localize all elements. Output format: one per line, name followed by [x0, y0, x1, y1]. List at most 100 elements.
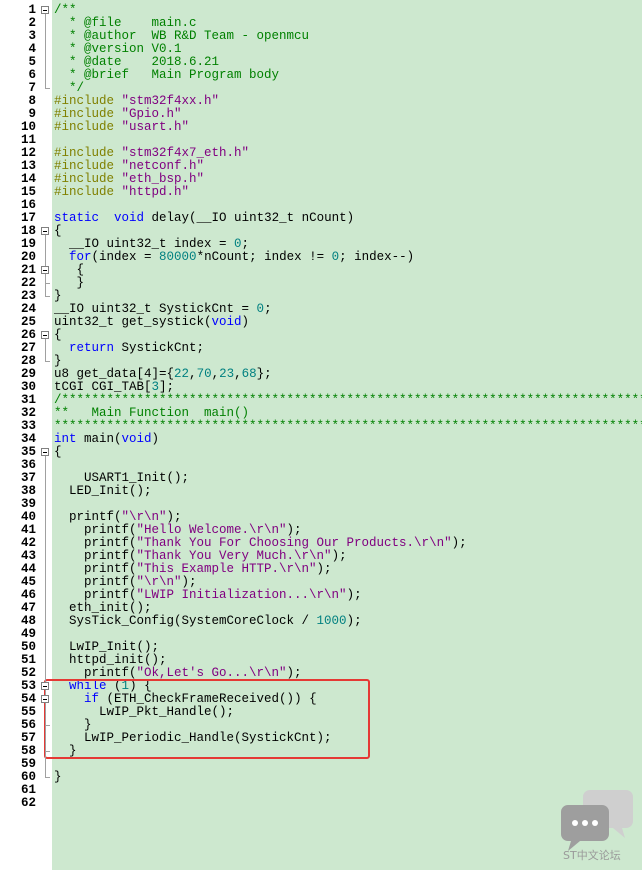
code-line: * @brief Main Program body	[54, 69, 279, 82]
code-line: printf("Thank You Very Much.\r\n");	[54, 550, 347, 563]
fold-toggle-icon[interactable]	[41, 448, 49, 456]
watermark-text: ST中文论坛	[563, 849, 621, 862]
line-number: 49	[20, 627, 36, 641]
fold-toggle-icon[interactable]	[41, 227, 49, 235]
line-number: 13	[20, 159, 36, 173]
code-token: "LWIP Initialization...\r\n"	[136, 588, 347, 602]
line-number: 46	[20, 588, 36, 602]
code-token: };	[256, 367, 272, 381]
code-line: if (ETH_CheckFrameReceived()) {	[54, 693, 317, 706]
line-number: 5	[28, 55, 36, 69]
fold-toggle-icon[interactable]	[41, 266, 49, 274]
code-token: * @author WB R&D Team - openmcu	[54, 29, 310, 43]
line-number: 27	[20, 341, 36, 355]
code-token: printf(	[54, 666, 137, 680]
code-line: }	[54, 719, 92, 732]
code-token: ****************************************…	[54, 419, 642, 433]
line-number: 30	[20, 380, 36, 394]
code-line: int main(void)	[54, 433, 159, 446]
code-token: {	[54, 263, 85, 277]
code-token: for	[69, 250, 92, 264]
line-number: 57	[20, 731, 36, 745]
code-line: u8 get_data[4]={22,70,23,68};	[54, 368, 272, 381]
code-token: (	[106, 679, 122, 693]
line-number: 28	[20, 354, 36, 368]
code-token	[54, 341, 69, 355]
code-token: }	[54, 276, 85, 290]
line-number: 35	[20, 445, 36, 459]
code-line: printf("Hello Welcome.\r\n");	[54, 524, 302, 537]
code-token: printf(	[54, 588, 137, 602]
fold-toggle-icon[interactable]	[41, 6, 49, 14]
code-token: );	[346, 588, 362, 602]
code-token: "stm32f4x7_eth.h"	[121, 146, 250, 160]
code-token: while	[69, 679, 107, 693]
code-line: #include "usart.h"	[54, 121, 189, 134]
code-token: }	[54, 354, 62, 368]
fold-guide	[45, 14, 46, 88]
line-number: 37	[20, 471, 36, 485]
code-token: *nCount; index !=	[196, 250, 332, 264]
code-token: 70	[196, 367, 212, 381]
line-number: 17	[20, 211, 36, 225]
code-token: "Thank You Very Much.\r\n"	[136, 549, 332, 563]
fold-toggle-icon[interactable]	[41, 331, 49, 339]
line-number: 52	[20, 666, 36, 680]
fold-end-marker	[45, 751, 50, 752]
code-line: printf("This Example HTTP.\r\n");	[54, 563, 332, 576]
line-number: 39	[20, 497, 36, 511]
code-token: );	[181, 575, 197, 589]
line-number: 51	[20, 653, 36, 667]
code-line: ** Main Function main()	[54, 407, 249, 420]
fold-margin[interactable]	[38, 0, 52, 870]
code-token: void	[121, 432, 152, 446]
code-token: );	[286, 666, 302, 680]
code-token	[99, 211, 114, 225]
code-token: #include	[54, 120, 122, 134]
fold-toggle-icon[interactable]	[41, 682, 49, 690]
fold-guide	[45, 235, 46, 296]
code-token: ,	[211, 367, 220, 381]
line-number: 44	[20, 562, 36, 576]
line-number: 47	[20, 601, 36, 615]
code-token	[54, 250, 69, 264]
fold-guide	[45, 274, 46, 283]
code-token: 22	[174, 367, 190, 381]
line-number: 15	[20, 185, 36, 199]
line-number: 7	[28, 81, 36, 95]
code-line: tCGI CGI_TAB[3];	[54, 381, 174, 394]
line-number: 55	[20, 705, 36, 719]
code-token: "httpd.h"	[121, 185, 190, 199]
code-token: 1	[121, 679, 130, 693]
line-number: 3	[28, 29, 36, 43]
line-number: 59	[20, 757, 36, 771]
code-token: int	[54, 432, 77, 446]
code-line: uint32_t get_systick(void)	[54, 316, 249, 329]
code-line: for(index = 80000*nCount; index != 0; in…	[54, 251, 414, 264]
line-number: 9	[28, 107, 36, 121]
code-line: {	[54, 225, 62, 238]
code-token: 1000	[316, 614, 347, 628]
code-line: printf("Ok,Let's Go...\r\n");	[54, 667, 302, 680]
code-editor[interactable]: /** * @file main.c * @author WB R&D Team…	[52, 0, 642, 870]
line-number: 24	[20, 302, 36, 316]
code-token: )	[151, 432, 160, 446]
code-token: #include	[54, 172, 122, 186]
code-token: "netconf.h"	[121, 159, 205, 173]
code-token: {	[54, 224, 62, 238]
line-number: 2	[28, 16, 36, 30]
code-line: }	[54, 355, 62, 368]
code-token: if	[84, 692, 100, 706]
fold-toggle-icon[interactable]	[41, 695, 49, 703]
line-number: 56	[20, 718, 36, 732]
code-token: #include	[54, 94, 122, 108]
code-token: "Hello Welcome.\r\n"	[136, 523, 287, 537]
code-line: #include "stm32f4xx.h"	[54, 95, 219, 108]
code-token: (ETH_CheckFrameReceived()) {	[99, 692, 317, 706]
code-token: );	[346, 614, 362, 628]
line-number: 48	[20, 614, 36, 628]
fold-end-marker	[45, 777, 50, 778]
code-token: );	[451, 536, 467, 550]
code-token: __IO uint32_t SystickCnt =	[54, 302, 257, 316]
code-line: * @date 2018.6.21	[54, 56, 219, 69]
